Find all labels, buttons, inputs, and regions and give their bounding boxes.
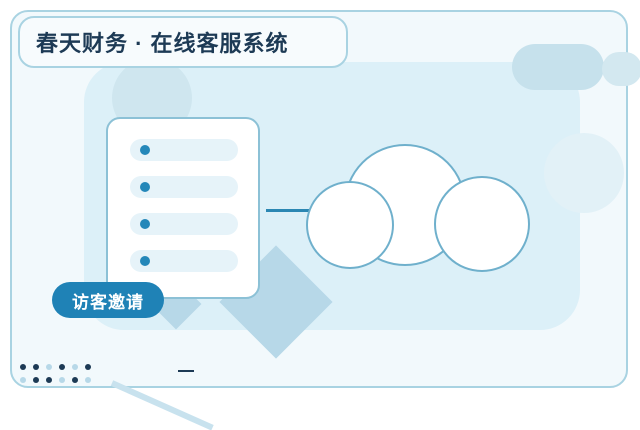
cloud-circle-right — [434, 176, 530, 272]
dot — [59, 377, 65, 383]
list-item — [130, 213, 238, 235]
decorative-pill-small — [602, 52, 640, 86]
decorative-dash — [178, 370, 194, 372]
visitor-invite-button[interactable]: 访客邀请 — [52, 282, 164, 318]
list-item — [130, 250, 238, 272]
cloud-circle-left — [306, 181, 394, 269]
dot — [46, 364, 52, 370]
dot — [20, 364, 26, 370]
decorative-circle-right — [544, 133, 624, 213]
bullet-icon — [140, 145, 150, 155]
page-title: 春天财务 · 在线客服系统 — [36, 31, 289, 56]
dot — [46, 377, 52, 383]
dot — [85, 364, 91, 370]
dot — [72, 377, 78, 383]
connector-line — [266, 209, 330, 212]
dot — [33, 364, 39, 370]
dot — [85, 377, 91, 383]
bullet-icon — [140, 219, 150, 229]
decorative-dot-grid — [20, 364, 100, 388]
dot — [59, 364, 65, 370]
decorative-pill — [512, 44, 604, 90]
bullet-icon — [140, 256, 150, 266]
dot — [72, 364, 78, 370]
list-item — [130, 176, 238, 198]
document-list-icon — [106, 117, 260, 299]
visitor-invite-label: 访客邀请 — [72, 292, 144, 312]
dot — [20, 377, 26, 383]
page-title-box: 春天财务 · 在线客服系统 — [18, 16, 348, 68]
bullet-icon — [140, 182, 150, 192]
dot — [33, 377, 39, 383]
list-item — [130, 139, 238, 161]
